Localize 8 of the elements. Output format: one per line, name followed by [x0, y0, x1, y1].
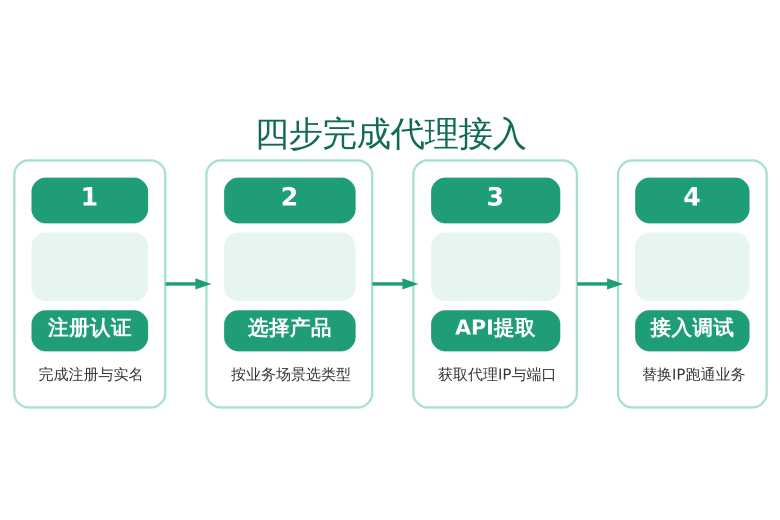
arrow: [372, 278, 418, 290]
node-box: 4 接入调试 替换IP跑通业务: [616, 158, 768, 408]
diagram-title: 四步完成代理接入: [254, 114, 526, 154]
arrow: [576, 278, 623, 290]
node-box: 3 API提取 获取代理IP与端口: [412, 158, 578, 408]
arrow: [165, 278, 211, 290]
node-box: 1 注册认证 完成注册与实名: [12, 158, 166, 408]
node-box: 2 选择产品 按业务场景选类型: [204, 158, 373, 408]
